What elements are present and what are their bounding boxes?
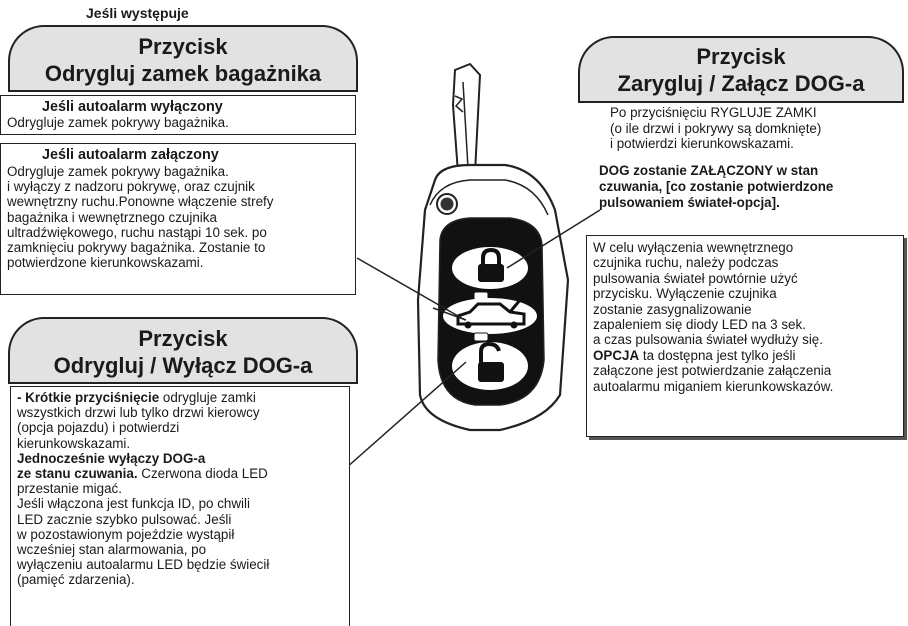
lock-arm-line: i potwierdzi kierunkowskazami.	[610, 136, 794, 152]
short-press-label: - Krótkie przyciśnięcie	[17, 390, 160, 405]
alarm-on-line: ultradźwiękowego, ruchu nastąpi 10 sek. …	[7, 224, 267, 240]
unlock-line: Jeśli włączona jest funkcja ID, po chwil…	[17, 496, 250, 512]
lock-arm-bold-text: DOG zostanie ZAŁĄCZONY w stan czuwania, …	[599, 163, 908, 210]
unlock-disarm-divider	[8, 382, 358, 384]
lock-arm-title-line1: Przycisk	[696, 44, 786, 69]
unlock-line: wszystkich drzwi lub tylko drzwi kierowc…	[17, 405, 260, 421]
pointer-line-trunk	[356, 257, 466, 321]
motion-sensor-line: załączone jest potwierdzanie załączenia	[593, 363, 832, 379]
motion-sensor-line: autoalarmu miganiem kierunkowskazów.	[593, 378, 834, 394]
simultaneous-line: Jednocześnie wyłączy DOG-a	[17, 450, 206, 466]
trunk-unlock-title-line2: Odrygluj zamek bagażnika	[44, 61, 322, 86]
alarm-off-heading: Jeśli autoalarm wyłączony	[42, 99, 223, 115]
trunk-unlock-title-line1: Przycisk	[138, 34, 228, 59]
unlock-line: przestanie migać.	[17, 481, 122, 497]
unlock-disarm-header: Przycisk Odrygluj / Wyłącz DOG-a	[8, 317, 358, 383]
standby-label: ze stanu czuwania.	[17, 466, 138, 482]
standby-text: Czerwona dioda LED	[137, 466, 268, 482]
lock-arm-text: Po przyciśnięciu RYGLUJE ZAMKI (o ile dr…	[610, 105, 908, 152]
pointer-line-unlock	[345, 361, 467, 469]
motion-sensor-line: a czas pulsowania świateł wydłuży się.	[593, 332, 823, 348]
option-line: OPCJA ta dostępna jest tylko jeśli	[593, 348, 897, 363]
unlock-line: (pamięć zdarzenia).	[17, 572, 135, 588]
unlock-line: LED zacznie szybko pulsować. Jeśli	[17, 511, 232, 527]
alarm-on-line: Odrygluje zamek pokrywy bagażnika.	[7, 164, 229, 179]
alarm-on-line: wewnętrzny ruchu.Ponowne włączenie stref…	[7, 194, 274, 210]
alarm-on-line: bagażnika i wewnętrznego czujnika	[7, 209, 217, 225]
option-label: OPCJA	[593, 347, 640, 363]
option-text: ta dostępna jest tylko jeśli	[639, 347, 796, 363]
short-press-line: - Krótkie przyciśnięcie odrygluje zamki	[17, 390, 343, 405]
short-press-text: odrygluje zamki	[159, 390, 256, 405]
lock-open-icon	[478, 341, 504, 382]
unlock-line: wcześniej stan alarmowania, po	[17, 542, 207, 558]
lock-arm-line: Po przyciśnięciu RYGLUJE ZAMKI	[610, 105, 817, 120]
lock-arm-divider	[578, 101, 904, 103]
lock-arm-title-line2: Zarygluj / Załącz DOG-a	[617, 71, 865, 96]
key-teeth	[454, 95, 464, 113]
release-button-center	[440, 197, 454, 211]
alarm-on-heading: Jeśli autoalarm załączony	[42, 147, 219, 163]
alarm-off-text: Odrygluje zamek pokrywy bagażnika.	[7, 115, 229, 130]
key-body-ridge	[429, 179, 549, 216]
motion-sensor-line: przycisku. Wyłączenie czujnika	[593, 286, 777, 302]
alarm-off-box: Jeśli autoalarm wyłączony Odrygluje zame…	[0, 95, 356, 135]
top-note: Jeśli występuje	[86, 5, 189, 21]
lock-arm-bold-line: pulsowaniem świateł-opcja].	[599, 194, 780, 210]
unlock-line: (opcja pojazdu) i potwierdzi	[17, 420, 180, 436]
lock-closed-icon	[478, 247, 504, 282]
lock-arm-line: (o ile drzwi i pokrywy są domknięte)	[610, 120, 822, 136]
unlock-line: w pozostawionym pojeździe wystąpił	[17, 526, 235, 542]
lock-arm-bold-line: DOG zostanie ZAŁĄCZONY w stan	[599, 163, 819, 178]
unlock-disarm-title-line1: Przycisk	[138, 326, 228, 351]
trunk-unlock-divider	[8, 90, 358, 92]
lock-arm-header: Przycisk Zarygluj / Załącz DOG-a	[578, 36, 904, 102]
led-bottom	[473, 332, 489, 342]
alarm-on-line: zamknięciu pokrywy bagażnika. Zostanie t…	[7, 240, 266, 256]
pointer-line-trunk-tip	[432, 307, 467, 321]
car-trunk-icon	[456, 299, 526, 329]
pointer-line-lock	[506, 209, 601, 269]
key-blade	[451, 62, 482, 174]
key-groove	[462, 81, 469, 169]
standby-line: ze stanu czuwania. Czerwona dioda LED	[17, 466, 343, 481]
alarm-on-box: Jeśli autoalarm załączony Odrygluje zame…	[0, 143, 356, 295]
motion-sensor-line: czujnika ruchu, należy podczas	[593, 255, 779, 271]
motion-sensor-line: pulsowania świateł powtórnie użyć	[593, 270, 798, 286]
trunk-unlock-header: Przycisk Odrygluj zamek bagażnika	[8, 25, 358, 91]
motion-sensor-box: W celu wyłączenia wewnętrznego czujnika …	[586, 235, 904, 437]
alarm-on-line: potwierdzone kierunkowskazami.	[7, 255, 204, 271]
unlock-disarm-title-line2: Odrygluj / Wyłącz DOG-a	[53, 353, 313, 378]
motion-sensor-line: W celu wyłączenia wewnętrznego	[593, 240, 794, 255]
unlock-line: wyłączeniu autoalarmu LED będzie świecił	[17, 557, 270, 573]
lock-arm-bold-line: czuwania, [co zostanie potwierdzone	[599, 178, 834, 194]
motion-sensor-line: zapaleniem się diody LED na 3 sek.	[593, 317, 806, 333]
motion-sensor-line: zostanie zasygnalizowanie	[593, 301, 752, 317]
unlock-line: kierunkowskazami.	[17, 435, 131, 451]
unlock-disarm-box: - Krótkie przyciśnięcie odrygluje zamki …	[10, 386, 350, 626]
alarm-on-line: i wyłączy z nadzoru pokrywę, oraz czujni…	[7, 179, 255, 195]
